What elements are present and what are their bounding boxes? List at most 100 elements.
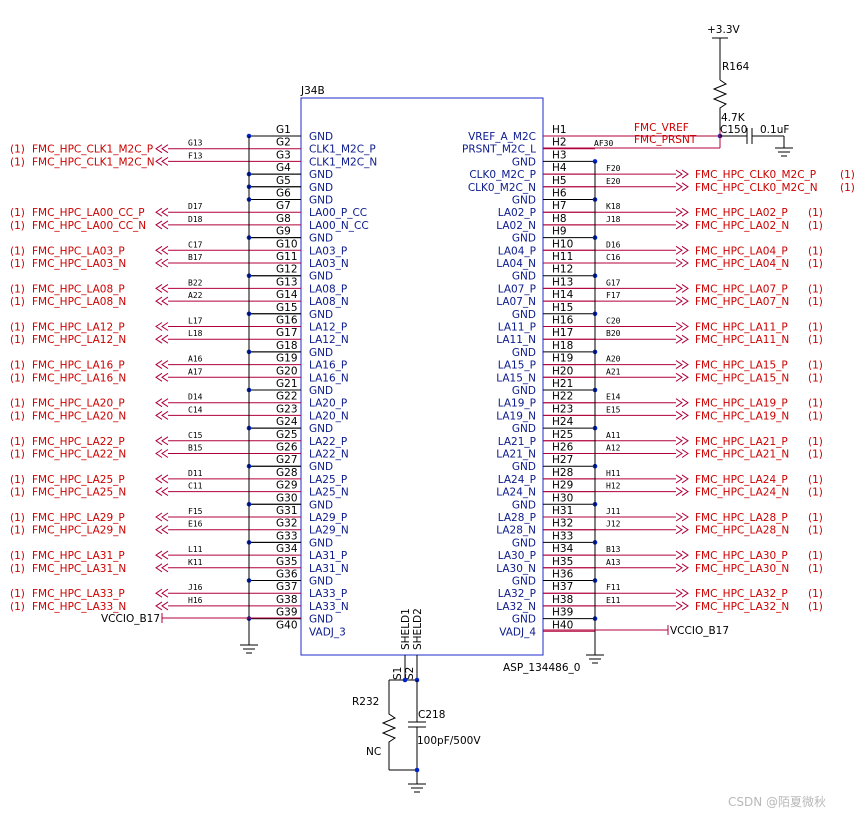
- pin-signal: LA32_N: [496, 601, 536, 613]
- pin-signal: GND: [512, 156, 536, 168]
- pin-signal: LA24_N: [496, 487, 536, 499]
- net-label: FMC_HPC_LA29_N: [32, 525, 126, 537]
- net-label: FMC_HPC_LA16_P: [32, 360, 125, 372]
- pin-number: G5: [276, 175, 291, 187]
- pin-signal: LA30_N: [496, 563, 536, 575]
- net-label: FMC_HPC_LA33_N: [32, 601, 126, 613]
- sheet-ref: (1): [808, 220, 823, 232]
- sheet-ref: (1): [808, 550, 823, 562]
- fpga-pin: C17: [188, 240, 203, 249]
- pin-signal: GND: [512, 195, 536, 207]
- pin-signal: LA24_P: [498, 474, 536, 486]
- pin-number: G9: [276, 226, 291, 238]
- pin-number: H28: [552, 467, 573, 479]
- pin-signal: GND: [309, 195, 333, 207]
- sheet-ref: (1): [808, 372, 823, 384]
- pin-signal: LA04_N: [496, 258, 536, 270]
- fpga-pin: J12: [606, 520, 621, 529]
- pin-signal: CLK1_M2C_N: [309, 156, 377, 168]
- sheet-ref: (1): [808, 436, 823, 448]
- net-label: FMC_HPC_LA28_P: [695, 512, 788, 524]
- r164-resistor: [712, 79, 728, 130]
- pin-number: H2: [552, 137, 567, 149]
- pin-signal: LA25_N: [309, 487, 349, 499]
- fpga-pin: F11: [606, 583, 621, 592]
- pin-number: H10: [552, 238, 573, 250]
- fpga-pin: C15: [188, 431, 203, 440]
- ground-symbol-right: [586, 654, 604, 664]
- left-pin-group: G1GNDG2CLK1_M2C_PG13(1)FMC_HPC_CLK1_M2C_…: [10, 124, 377, 638]
- net-label: FMC_HPC_LA32_N: [695, 601, 789, 613]
- pin-signal: LA16_P: [309, 360, 347, 372]
- r232-ref: R232: [352, 696, 379, 708]
- pin-number: H18: [552, 340, 573, 352]
- fpga-pin: E11: [606, 596, 621, 605]
- connector-body: [300, 97, 544, 656]
- pin-signal: LA22_P: [309, 436, 347, 448]
- net-label: FMC_HPC_LA19_N: [695, 410, 789, 422]
- sheet-ref: (1): [808, 487, 823, 499]
- net-label: FMC_HPC_LA11_P: [695, 322, 788, 334]
- r232-value: NC: [366, 746, 381, 758]
- sheet-ref: (1): [840, 169, 855, 181]
- pin-number: G21: [276, 378, 298, 390]
- net-label: FMC_HPC_LA02_P: [695, 207, 788, 219]
- fpga-pin: F17: [606, 291, 621, 300]
- fpga-pin: D11: [188, 469, 203, 478]
- net-label: FMC_HPC_LA16_N: [32, 372, 126, 384]
- pin-number: H20: [552, 365, 573, 377]
- pin-signal: LA22_N: [309, 449, 349, 461]
- pin-signal: LA21_P: [498, 436, 536, 448]
- watermark: CSDN @陌夏微秋: [728, 795, 826, 809]
- sheet-ref: (1): [808, 601, 823, 613]
- pin-number: G13: [276, 276, 298, 288]
- ground-symbol-left: [240, 644, 258, 654]
- pin-number: H31: [552, 505, 573, 517]
- net-label: FMC_HPC_LA21_P: [695, 436, 788, 448]
- net-label: FMC_HPC_LA12_N: [32, 334, 126, 346]
- pin-number: G10: [276, 238, 298, 250]
- pin-signal: GND: [309, 537, 333, 549]
- pin-number: H33: [552, 530, 573, 542]
- sheet-ref: (1): [808, 398, 823, 410]
- fpga-pin: A22: [188, 291, 203, 300]
- pin-signal: LA08_P: [309, 283, 347, 295]
- pin-number: H29: [552, 480, 573, 492]
- pin-signal: LA31_P: [309, 550, 347, 562]
- pin-number: H22: [552, 391, 573, 403]
- pin-number: H14: [552, 289, 574, 301]
- pin-number: G28: [276, 467, 298, 479]
- r164-value: 4.7K: [721, 112, 746, 124]
- pin-signal: VADJ_3: [309, 626, 346, 638]
- sheet-ref: (1): [808, 563, 823, 575]
- pin-signal: LA07_P: [498, 283, 536, 295]
- pin-number: G1: [276, 124, 291, 136]
- fpga-pin: J18: [606, 215, 621, 224]
- net-label: FMC_HPC_LA15_P: [695, 360, 788, 372]
- fpga-pin: H16: [188, 596, 203, 605]
- sheet-ref: (1): [10, 283, 25, 295]
- sheet-ref: (1): [10, 474, 25, 486]
- fpga-pin: A21: [606, 367, 621, 376]
- fpga-pin: C16: [606, 253, 621, 262]
- fpga-pin: L18: [188, 329, 203, 338]
- fpga-pin: F15: [188, 507, 203, 516]
- pin-number: H40: [552, 619, 573, 631]
- pin-number: G37: [276, 581, 298, 593]
- pin-signal: LA04_P: [498, 245, 536, 257]
- connector-ref: J34B: [300, 85, 325, 97]
- fpga-pin: B20: [606, 329, 621, 338]
- fpga-pin: D16: [606, 240, 621, 249]
- pin-number: G25: [276, 429, 298, 441]
- pin-signal: GND: [309, 347, 333, 359]
- fpga-pin: B22: [188, 278, 203, 287]
- pin-signal: LA21_N: [496, 449, 536, 461]
- pin-signal: GND: [309, 309, 333, 321]
- pin-number: G18: [276, 340, 298, 352]
- pin-number: G16: [276, 315, 298, 327]
- net-label: FMC_HPC_CLK1_M2C_P: [32, 144, 153, 156]
- pin-number: G36: [276, 569, 298, 581]
- pin-signal: GND: [309, 499, 333, 511]
- pin-number: G6: [276, 188, 291, 200]
- pin-number: G23: [276, 403, 298, 415]
